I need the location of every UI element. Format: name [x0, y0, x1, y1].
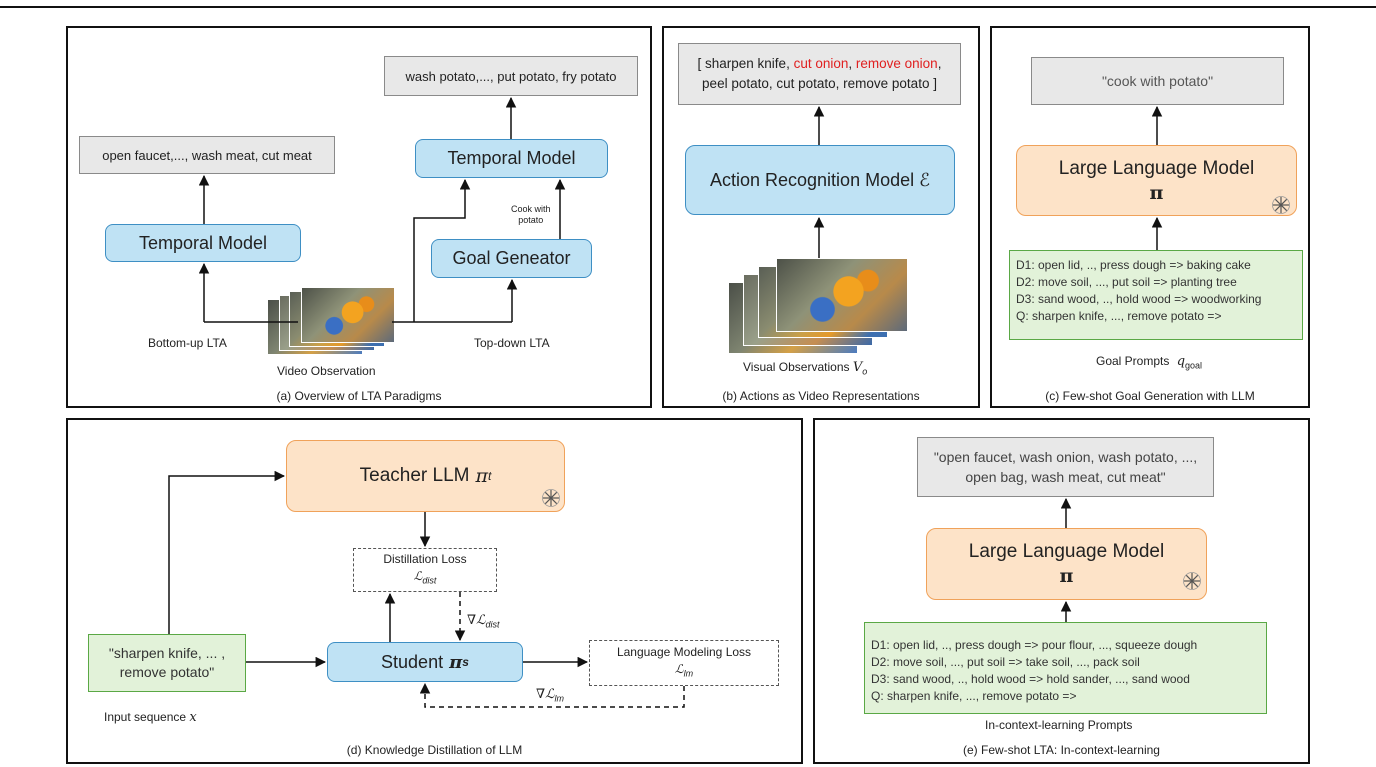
goal-arrow-label-line1: Cook with	[511, 204, 551, 214]
goal-prompt-line: Q: sharpen knife, ..., remove potato =>	[1016, 309, 1222, 323]
input-sequence-line2: remove potato"	[119, 664, 215, 680]
llm-box-e: Large Language Model π	[926, 528, 1207, 600]
lm-loss-box: Language Modeling Loss ℒlm	[589, 640, 779, 686]
icl-prompt-line: D1: open lid, .., press dough => pour fl…	[871, 638, 1198, 652]
grad-lm-symbol: ∇ℒ	[536, 687, 555, 702]
goal-prompts-text: Goal Prompts	[1096, 354, 1170, 368]
distillation-loss-symbol: ℒ	[413, 568, 423, 583]
lta-output-line1: "open faucet, wash onion, wash potato, .…	[933, 449, 1198, 465]
actions-output-line2: peel potato, cut potato, remove potato ]	[702, 76, 937, 91]
goal-prompts-sub: goal	[1185, 360, 1203, 371]
bottom-up-label: Bottom-up LTA	[148, 336, 227, 350]
goal-generator-label: Goal Geneator	[452, 248, 571, 268]
visual-observations-text: Visual Observations	[743, 360, 850, 374]
teacher-llm-sub: t	[488, 469, 492, 483]
goal-prompt-line: D2: move soil, ..., put soil => planting…	[1016, 275, 1237, 289]
input-sequence-symbol: x	[189, 710, 197, 725]
lta-output-box: "open faucet, wash onion, wash potato, .…	[917, 437, 1214, 497]
input-sequence-label: Input sequence x	[104, 710, 197, 725]
goal-prompts-box: D1: open lid, .., press dough => baking …	[1009, 250, 1303, 340]
teacher-llm-label: Teacher LLM	[359, 465, 470, 486]
llm-title-e: Large Language Model	[968, 541, 1165, 562]
video-observation-label: Video Observation	[277, 364, 376, 378]
goal-prompt-line: D1: open lid, .., press dough => baking …	[1016, 258, 1251, 272]
lm-loss-symbol: ℒ	[674, 661, 684, 676]
lm-loss-sub: lm	[683, 668, 694, 679]
video-frame-front	[776, 258, 908, 332]
student-sub: s	[462, 655, 469, 669]
input-sequence-text: Input sequence	[104, 710, 187, 724]
actions-text-post: ,	[937, 56, 942, 71]
distillation-loss-title: Distillation Loss	[383, 551, 467, 566]
student-label: Student	[381, 651, 444, 672]
icl-prompt-line: D3: sand wood, .., hold wood => hold san…	[871, 672, 1190, 686]
video-frames-a	[267, 285, 397, 357]
actions-output-line1: [ sharpen knife, cut onion, remove onion…	[698, 54, 942, 74]
visual-observations-label: Visual Observations Vo	[743, 360, 867, 376]
video-frame-front	[301, 287, 395, 343]
input-sequence-box: "sharpen knife, ... , remove potato"	[88, 634, 246, 692]
distillation-loss-formula: ℒdist	[414, 568, 437, 589]
llm-box-c: Large Language Model π	[1016, 145, 1297, 216]
lta-output-line2: open bag, wash meat, cut meat"	[965, 469, 1166, 485]
input-sequence-line1: "sharpen knife, ... ,	[108, 645, 226, 661]
grad-distill-sub: dist	[485, 619, 500, 630]
grad-lm-sub: lm	[554, 693, 564, 704]
visual-observations-sub: o	[862, 366, 868, 377]
panel-c-caption: (c) Few-shot Goal Generation with LLM	[1045, 389, 1255, 403]
icl-prompts-box: D1: open lid, .., press dough => pour fl…	[864, 622, 1267, 714]
icl-prompts-label: In-context-learning Prompts	[985, 718, 1133, 732]
right-output-text: wash potato,..., put potato, fry potato	[405, 68, 617, 84]
goal-prompts-symbol: q	[1176, 354, 1186, 369]
grad-lm-label: ∇ℒlm	[536, 686, 564, 704]
action-recognition-label: Action Recognition Model ℰ	[709, 169, 931, 190]
actions-text-sep: ,	[848, 56, 856, 71]
distillation-loss-box: Distillation Loss ℒdist	[353, 548, 497, 592]
panel-b-caption: (b) Actions as Video Representations	[722, 389, 920, 403]
goal-arrow-label-line2: potato	[518, 215, 544, 225]
goal-output-text: "cook with potato"	[1101, 73, 1214, 89]
llm-title-c: Large Language Model	[1058, 157, 1255, 179]
goal-generator-box: Goal Geneator	[431, 239, 592, 278]
top-rule	[0, 6, 1376, 8]
panel-d-caption: (d) Knowledge Distillation of LLM	[346, 743, 523, 757]
right-output-box: wash potato,..., put potato, fry potato	[384, 56, 638, 96]
left-temporal-model: Temporal Model	[105, 224, 301, 262]
icl-prompt-line: D2: move soil, ..., put soil => take soi…	[871, 655, 1140, 669]
actions-text-pre: [ sharpen knife,	[697, 56, 794, 71]
left-output-box: open faucet,..., wash meat, cut meat	[79, 136, 335, 174]
video-frames-b	[728, 258, 908, 354]
goal-output-box: "cook with potato"	[1031, 57, 1284, 105]
goal-prompt-line: D3: sand wood, .., hold wood => woodwork…	[1016, 292, 1262, 306]
action-recognition-model: Action Recognition Model ℰ	[685, 145, 955, 215]
right-temporal-model: Temporal Model	[415, 139, 608, 178]
llm-symbol-c: π	[1149, 181, 1164, 204]
actions-text-red1: cut onion	[793, 56, 849, 71]
teacher-llm-symbol: π	[475, 465, 489, 487]
panel-a-caption: (a) Overview of LTA Paradigms	[276, 389, 442, 403]
actions-output-box: [ sharpen knife, cut onion, remove onion…	[678, 43, 961, 105]
frozen-snowflake-icon	[1272, 196, 1290, 214]
student-symbol: π	[449, 651, 463, 673]
goal-arrow-label: Cook with potato	[511, 204, 551, 226]
left-output-text: open faucet,..., wash meat, cut meat	[102, 147, 312, 163]
goal-prompts-label: Goal Prompts qgoal	[1096, 354, 1202, 370]
distillation-loss-sub: dist	[422, 575, 437, 586]
left-temporal-label: Temporal Model	[138, 232, 268, 253]
lm-loss-title: Language Modeling Loss	[616, 644, 752, 659]
frozen-snowflake-icon	[542, 489, 560, 507]
right-temporal-label: Temporal Model	[447, 148, 576, 168]
llm-symbol-e: π	[1059, 565, 1074, 587]
panel-e-caption: (e) Few-shot LTA: In-context-learning	[963, 743, 1160, 757]
visual-observations-symbol: V	[852, 360, 863, 375]
grad-distill-symbol: ∇ℒ	[467, 613, 486, 628]
icl-prompt-line: Q: sharpen knife, ..., remove potato =>	[871, 689, 1077, 703]
frozen-snowflake-icon	[1183, 572, 1201, 590]
actions-text-red2: remove onion	[855, 56, 938, 71]
grad-distill-label: ∇ℒdist	[467, 612, 499, 630]
lm-loss-formula: ℒlm	[675, 661, 693, 682]
top-down-label: Top-down LTA	[474, 336, 550, 350]
